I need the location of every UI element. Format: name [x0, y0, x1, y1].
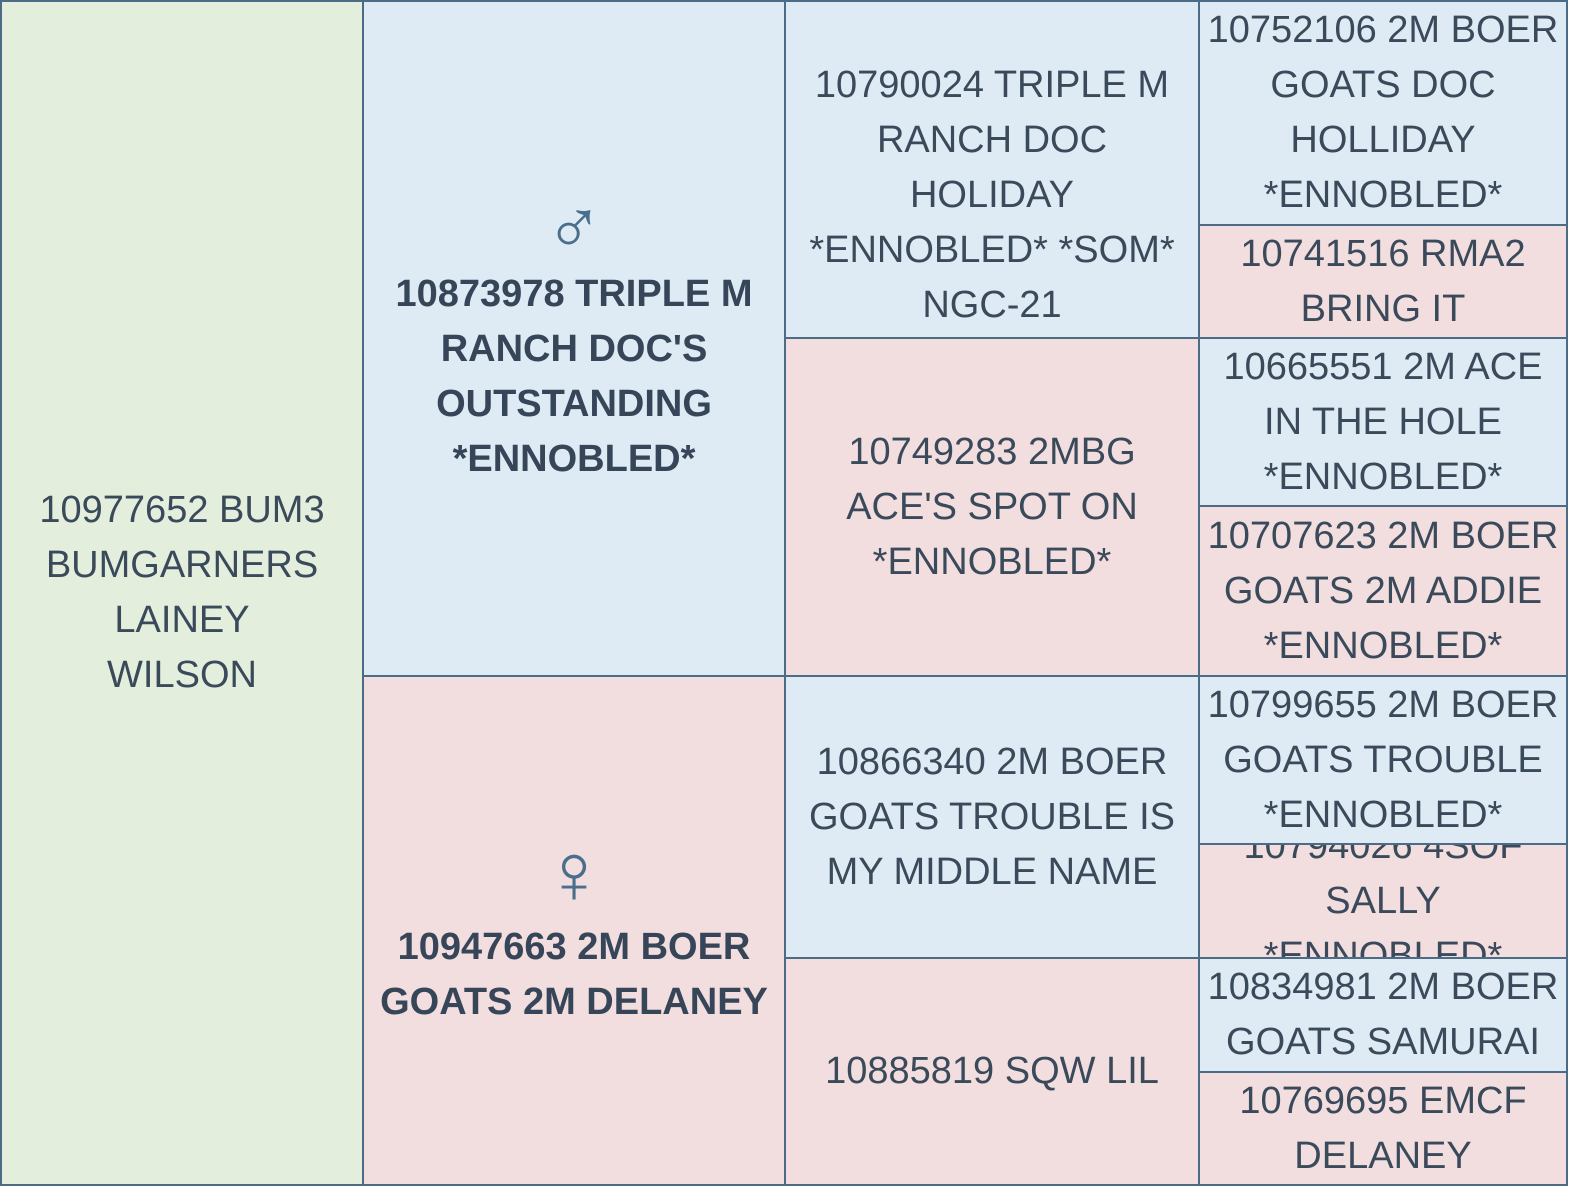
- great-grandparent-name: 10741516 RMA2 BRING IT: [1240, 232, 1526, 330]
- dam-name: 10947663 2M BOER GOATS 2M DELANEY: [380, 925, 768, 1023]
- great-grandparent-cell[interactable]: 10834981 2M BOER GOATS SAMURAI: [1198, 957, 1568, 1073]
- great-grandparent-cell[interactable]: 10799655 2M BOER GOATS TROUBLE *ENNOBLED…: [1198, 675, 1568, 845]
- great-grandparent-name: 10799655 2M BOER GOATS TROUBLE *ENNOBLED…: [1207, 683, 1559, 836]
- great-grandparent-name: 10794026 4SOF SALLY *ENNOBLED*: [1243, 843, 1523, 959]
- subject-cell[interactable]: 10977652 BUM3 BUMGARNERS LAINEY WILSON: [0, 0, 364, 1186]
- dam-dam-name: 10885819 SQW LIL: [825, 1050, 1159, 1092]
- great-grandparent-cell[interactable]: 10665551 2M ACE IN THE HOLE *ENNOBLED*: [1198, 337, 1568, 507]
- dam-sire-cell[interactable]: 10866340 2M BOER GOATS TROUBLE IS MY MID…: [784, 675, 1200, 959]
- great-grandparent-cell[interactable]: 10794026 4SOF SALLY *ENNOBLED*: [1198, 843, 1568, 959]
- sire-sire-name: 10790024 TRIPLE M RANCH DOC HOLIDAY *ENN…: [809, 64, 1175, 326]
- sire-dam-name: 10749283 2MBG ACE'S SPOT ON *ENNOBLED*: [846, 430, 1138, 583]
- sire-dam-cell[interactable]: 10749283 2MBG ACE'S SPOT ON *ENNOBLED*: [784, 337, 1200, 677]
- sire-cell[interactable]: ♂ 10873978 TRIPLE M RANCH DOC'S OUTSTAND…: [362, 0, 786, 677]
- great-grandparent-cell[interactable]: 10752106 2M BOER GOATS DOC HOLLIDAY *ENN…: [1198, 0, 1568, 226]
- sire-name: 10873978 TRIPLE M RANCH DOC'S OUTSTANDIN…: [395, 272, 753, 480]
- great-grandparent-cell[interactable]: 10741516 RMA2 BRING IT: [1198, 224, 1568, 339]
- sire-sire-cell[interactable]: 10790024 TRIPLE M RANCH DOC HOLIDAY *ENN…: [784, 0, 1200, 339]
- dam-sire-name: 10866340 2M BOER GOATS TROUBLE IS MY MID…: [808, 740, 1175, 893]
- dam-cell[interactable]: ♀ 10947663 2M BOER GOATS 2M DELANEY: [362, 675, 786, 1186]
- great-grandparent-name: 10834981 2M BOER GOATS SAMURAI: [1207, 966, 1559, 1063]
- dam-dam-cell[interactable]: 10885819 SQW LIL: [784, 957, 1200, 1186]
- male-icon: ♂: [544, 182, 604, 271]
- great-grandparent-cell[interactable]: 10769695 EMCF DELANEY: [1198, 1071, 1568, 1186]
- great-grandparent-name: 10707623 2M BOER GOATS 2M ADDIE *ENNOBLE…: [1207, 514, 1559, 667]
- great-grandparent-cell[interactable]: 10707623 2M BOER GOATS 2M ADDIE *ENNOBLE…: [1198, 505, 1568, 677]
- subject-name: 10977652 BUM3 BUMGARNERS LAINEY WILSON: [39, 489, 325, 696]
- great-grandparent-name: 10752106 2M BOER GOATS DOC HOLLIDAY *ENN…: [1207, 9, 1559, 216]
- female-icon: ♀: [541, 825, 607, 922]
- great-grandparent-name: 10665551 2M ACE IN THE HOLE *ENNOBLED*: [1223, 345, 1543, 498]
- great-grandparent-name: 10769695 EMCF DELANEY: [1239, 1079, 1527, 1177]
